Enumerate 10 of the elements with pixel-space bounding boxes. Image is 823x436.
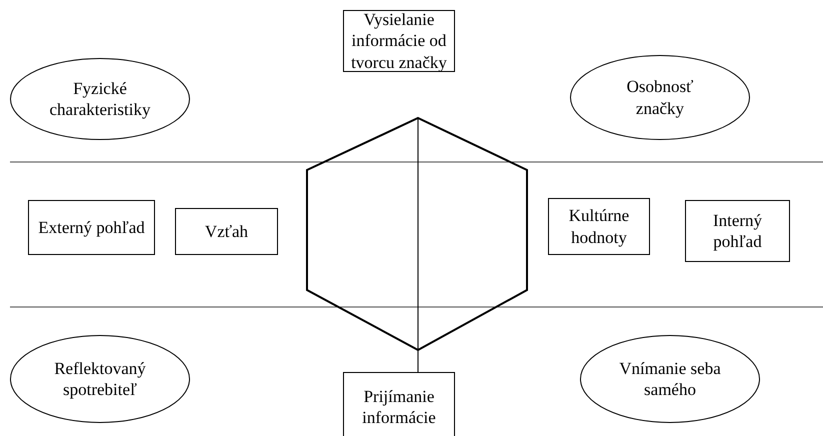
text-box: Interný pohľad bbox=[685, 200, 790, 262]
ellipse-node: Fyzické charakteristiky bbox=[10, 58, 190, 140]
text-box: Vzťah bbox=[175, 208, 278, 255]
ellipse-node: Osobnosť značky bbox=[570, 55, 750, 140]
ellipse-node: Vnímanie seba samého bbox=[580, 335, 760, 423]
text-box: Kultúrne hodnoty bbox=[548, 198, 650, 255]
text-box: Externý pohľad bbox=[28, 200, 155, 255]
text-box: Vysielanie informácie od tvorcu značky bbox=[343, 10, 455, 72]
text-box: Prijímanie informácie bbox=[343, 372, 455, 436]
ellipse-node: Reflektovaný spotrebiteľ bbox=[10, 335, 190, 423]
